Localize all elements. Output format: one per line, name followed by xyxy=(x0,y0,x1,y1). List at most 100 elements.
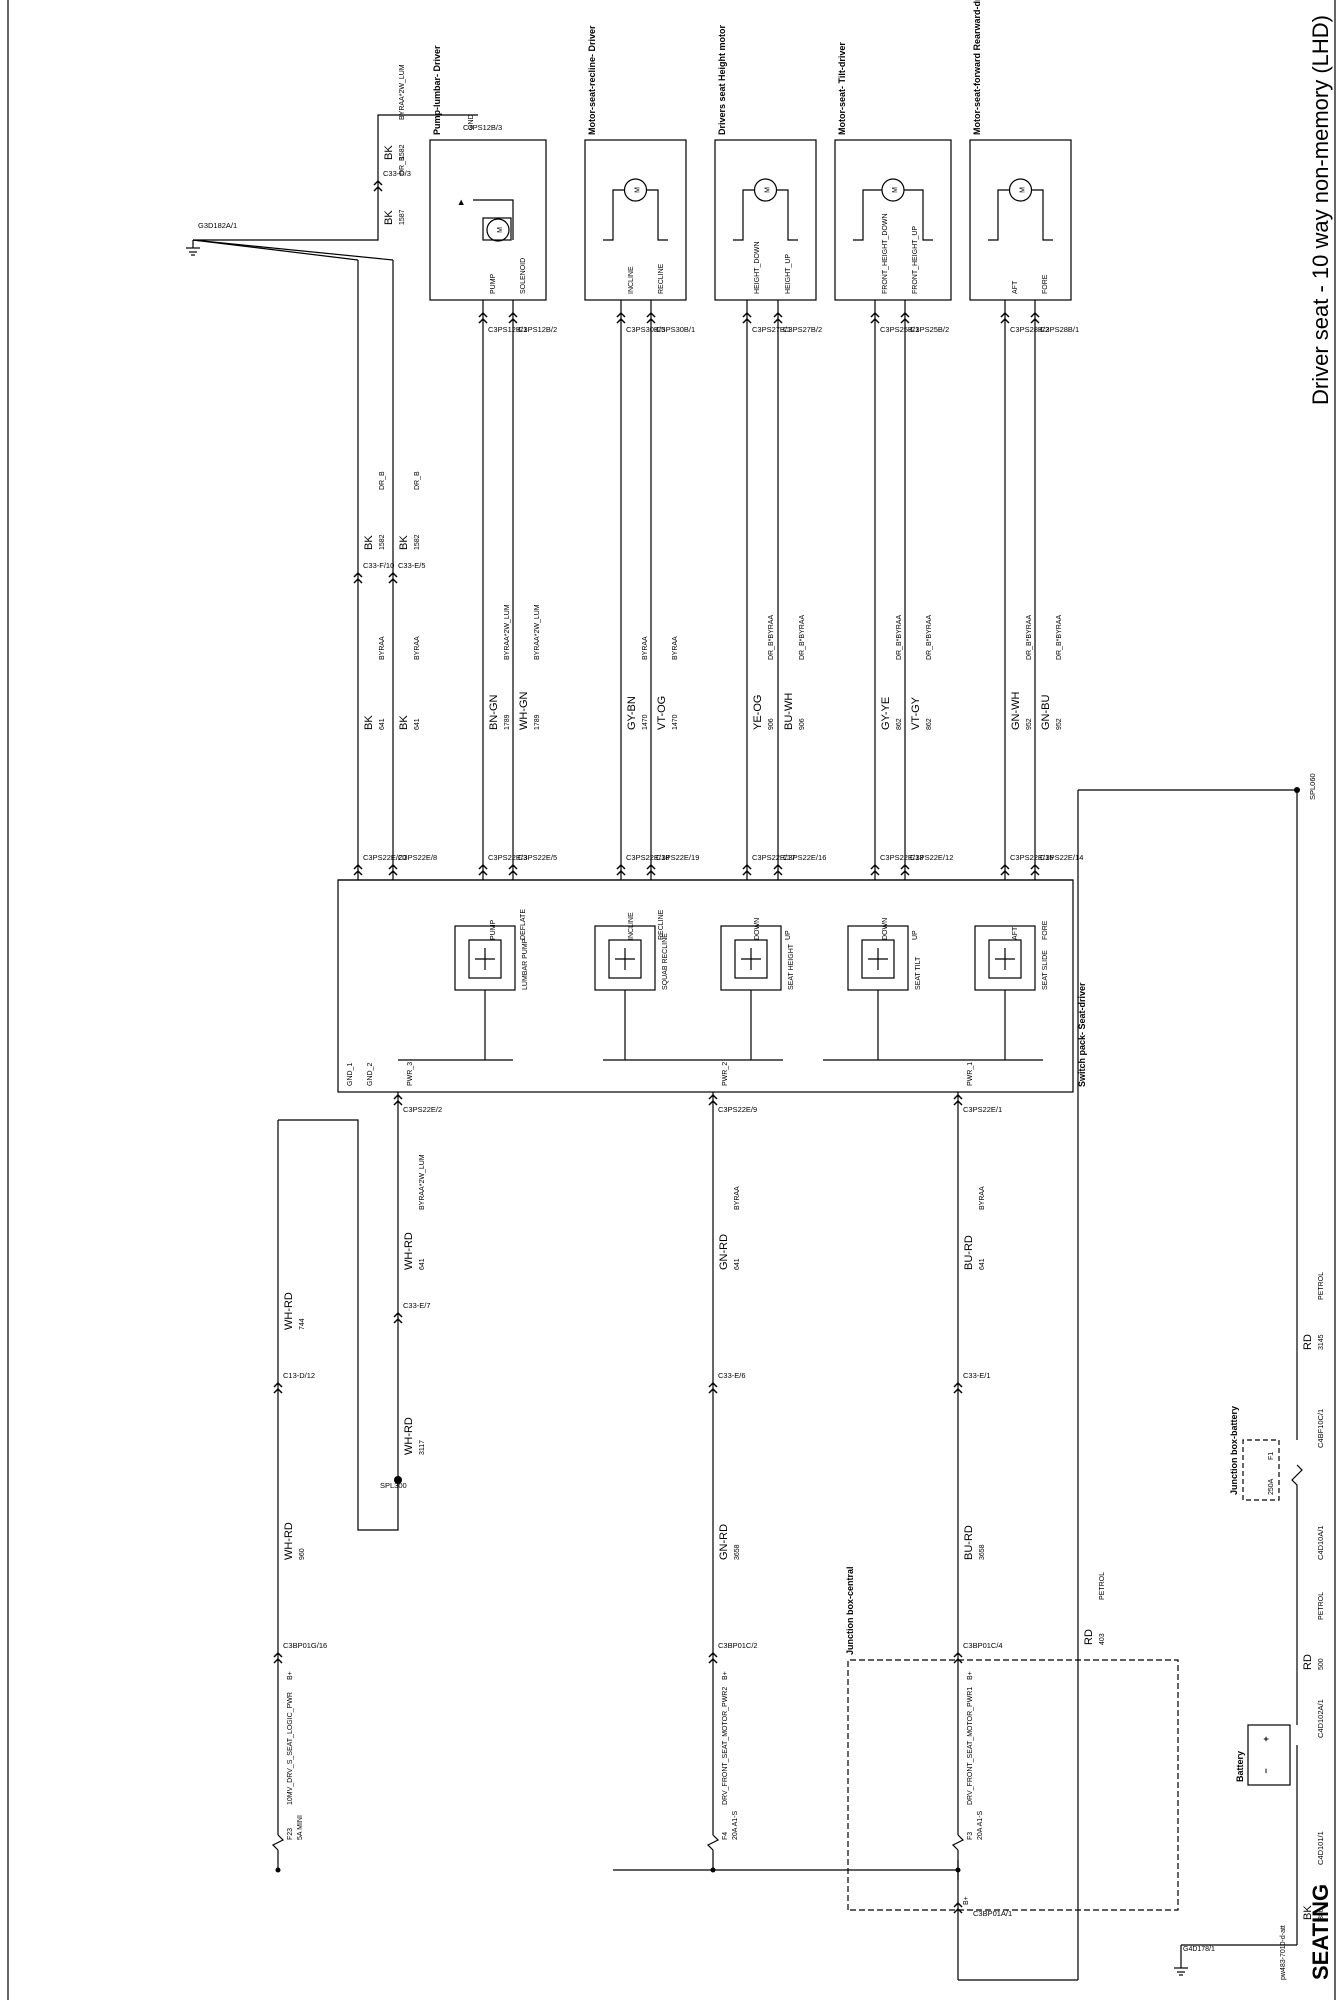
out-10-motor-conn xyxy=(478,317,488,324)
feed-PWR_2-sw-conn xyxy=(708,1099,718,1106)
out-3-color: VT-GY xyxy=(910,696,922,730)
out-4-motor-pin: FRONT_HEIGHT_DOWN xyxy=(882,214,889,295)
out-1-pin: FORE xyxy=(1042,920,1049,940)
feed-pwr3-pin: PWR_3 xyxy=(407,1062,414,1086)
out-6-color: YE-OG xyxy=(752,695,764,730)
ground-g1-num2: 1582 xyxy=(379,534,386,550)
feed-PWR_1-sw-conn xyxy=(953,1099,963,1106)
switch-5-label: LUMBAR PUMP xyxy=(522,938,529,990)
out-1-color: GN-BU xyxy=(1040,695,1052,731)
fuse-F23-id: F23 xyxy=(287,1828,294,1840)
switch-4-contacts xyxy=(608,939,642,979)
out-3-pin: UP xyxy=(912,930,919,940)
motor-2-label: Motor-seat- Tilt-driver xyxy=(837,42,847,135)
feed-PWR_1-inline-label: C33-E/1 xyxy=(963,1371,991,1380)
out-7-harn: BYRAA xyxy=(672,636,679,660)
out-1-conn-label: C3PS22E/14 xyxy=(1040,853,1083,862)
pump-ground-wire xyxy=(193,114,478,241)
out-2-pin: AFT xyxy=(1012,926,1019,940)
feed-pwr3-sw-conn-label: C3PS22E/2 xyxy=(403,1105,442,1114)
out-6-harn: DR_B*BYRAA xyxy=(768,615,775,660)
fuse-F23-bplus: B+ xyxy=(287,1671,294,1680)
switch-3-label: SEAT HEIGHT xyxy=(788,943,795,990)
pump-diode-path xyxy=(473,199,514,240)
out-8-motor-pin: INCLINE xyxy=(628,266,635,294)
out-5-num: 906 xyxy=(799,718,806,730)
out-2-color: GN-WH xyxy=(1010,691,1022,730)
feed-PWR_2-sw-conn-label: C3PS22E/9 xyxy=(718,1105,757,1114)
pump-motor-symbol xyxy=(486,218,510,242)
feed-pwr3-harn: BYRAA*2W_LUM xyxy=(419,1154,426,1210)
out-1-num: 952 xyxy=(1056,718,1063,730)
out-3-num: 862 xyxy=(926,718,933,730)
wire-rd1-color: RD xyxy=(1302,1654,1314,1670)
motor-1-label: Motor-seat-forward Rearward-driver xyxy=(972,0,982,135)
battery-label: Battery xyxy=(1235,1751,1245,1782)
pump-ground-color: BK xyxy=(383,210,395,225)
ground-g1-harn2: DR_B xyxy=(379,471,386,490)
out-3-motor-pin: FRONT_HEIGHT_UP xyxy=(912,226,919,294)
out-6-motor-conn-b xyxy=(742,311,752,318)
out-6-conn-label: C3PS22E/17 xyxy=(752,853,795,862)
battery-pos-conn: C4D102A/1 xyxy=(1316,1699,1325,1738)
wire-rd1-num: 500 xyxy=(1318,1658,1325,1670)
pump-motor-m: M xyxy=(497,227,504,233)
out-4-num: 862 xyxy=(896,718,903,730)
switch-1-label: SEAT SLIDE xyxy=(1042,950,1049,990)
out-5-motor-conn-b xyxy=(773,311,783,318)
ground-g1-inline xyxy=(353,577,363,584)
out-7-pin: RECLINE xyxy=(658,909,665,940)
out-5-motor-conn xyxy=(773,317,783,324)
out-9-motor-conn-b xyxy=(508,311,518,318)
wire-rd3-num: 403 xyxy=(1099,1633,1106,1645)
feed-PWR_2-num2: 641 xyxy=(734,1258,741,1270)
feed-PWR_1-color2: BU-RD xyxy=(963,1235,975,1270)
out-10-conn-label: C3PS22E/3 xyxy=(488,853,527,862)
switch-2-contacts xyxy=(861,939,895,979)
fuse-F3-bplus: B+ xyxy=(967,1671,974,1680)
switch-2-label: SEAT TILT xyxy=(915,956,922,990)
out-9-color: WH-GN xyxy=(518,691,530,730)
out-2-harn: DR_B*BYRAA xyxy=(1026,615,1033,660)
wire-rd2-color: RD xyxy=(1302,1334,1314,1350)
out-2-conn-label: C3PS22E/15 xyxy=(1010,853,1053,862)
out-1-harn: DR_B*BYRAA xyxy=(1056,615,1063,660)
fuse-F3-circuit: DRV_FRONT_SEAT_MOTOR_PWR1 xyxy=(967,1687,974,1805)
fuse-F3-out-conn-label: C3BP01C/4 xyxy=(963,1641,1003,1650)
feed-PWR_2-num1: 3658 xyxy=(734,1544,741,1560)
out-2-num: 952 xyxy=(1026,718,1033,730)
feed-PWR_2-harn: BYRAA xyxy=(734,1186,741,1210)
out-1-motor-conn-b xyxy=(1030,311,1040,318)
ground-g1-inline-label: C33-F/10 xyxy=(363,561,394,570)
feed-pwr3-color2: WH-RD xyxy=(283,1292,295,1330)
out-9-motor-conn-label: C3PS12B/2 xyxy=(518,325,557,334)
motor-4-label: Motor-seat-recline- Driver xyxy=(587,25,597,135)
battery-pos-terminal: + xyxy=(1261,1736,1271,1741)
ground-g2-num: 641 xyxy=(414,718,421,730)
fuse-F3-rating: 20A A1-S xyxy=(977,1810,984,1840)
switch-1-contacts xyxy=(988,939,1022,979)
battery-neg-terminal: − xyxy=(1261,1768,1271,1773)
out-9-harn: BYRAA*2W_LUM xyxy=(534,604,541,660)
pump-ground-harn: DR_B xyxy=(399,156,406,175)
pump-ground-inline xyxy=(373,185,383,192)
feed-pwr3-inline-label: C13-D/12 xyxy=(283,1371,315,1380)
ground-g2-inline-label: C33-E/5 xyxy=(398,561,426,570)
pump-ground-inline-b xyxy=(373,179,383,186)
fuse-F3-id: F3 xyxy=(967,1832,974,1840)
fuse-F4-rating: 20A A1-S xyxy=(732,1810,739,1840)
out-8-num: 1470 xyxy=(642,714,649,730)
out-9-motor-pin: SOLENOID xyxy=(520,258,527,294)
feed-PWR_1-sw-conn-label: C3PS22E/1 xyxy=(963,1105,1002,1114)
motor-4-m: M xyxy=(635,187,642,193)
out-1-motor-conn xyxy=(1030,317,1040,324)
fuse-F23-out-conn-label: C3BP01G/16 xyxy=(283,1641,327,1650)
out-7-num: 1470 xyxy=(672,714,679,730)
fuse-F3-symbol xyxy=(951,1834,965,1851)
pump-ground-inline-label: C33-D/3 xyxy=(383,169,411,178)
motor-1-symbol xyxy=(1008,178,1033,202)
feed-PWR_1-pin: PWR_1 xyxy=(967,1062,974,1086)
